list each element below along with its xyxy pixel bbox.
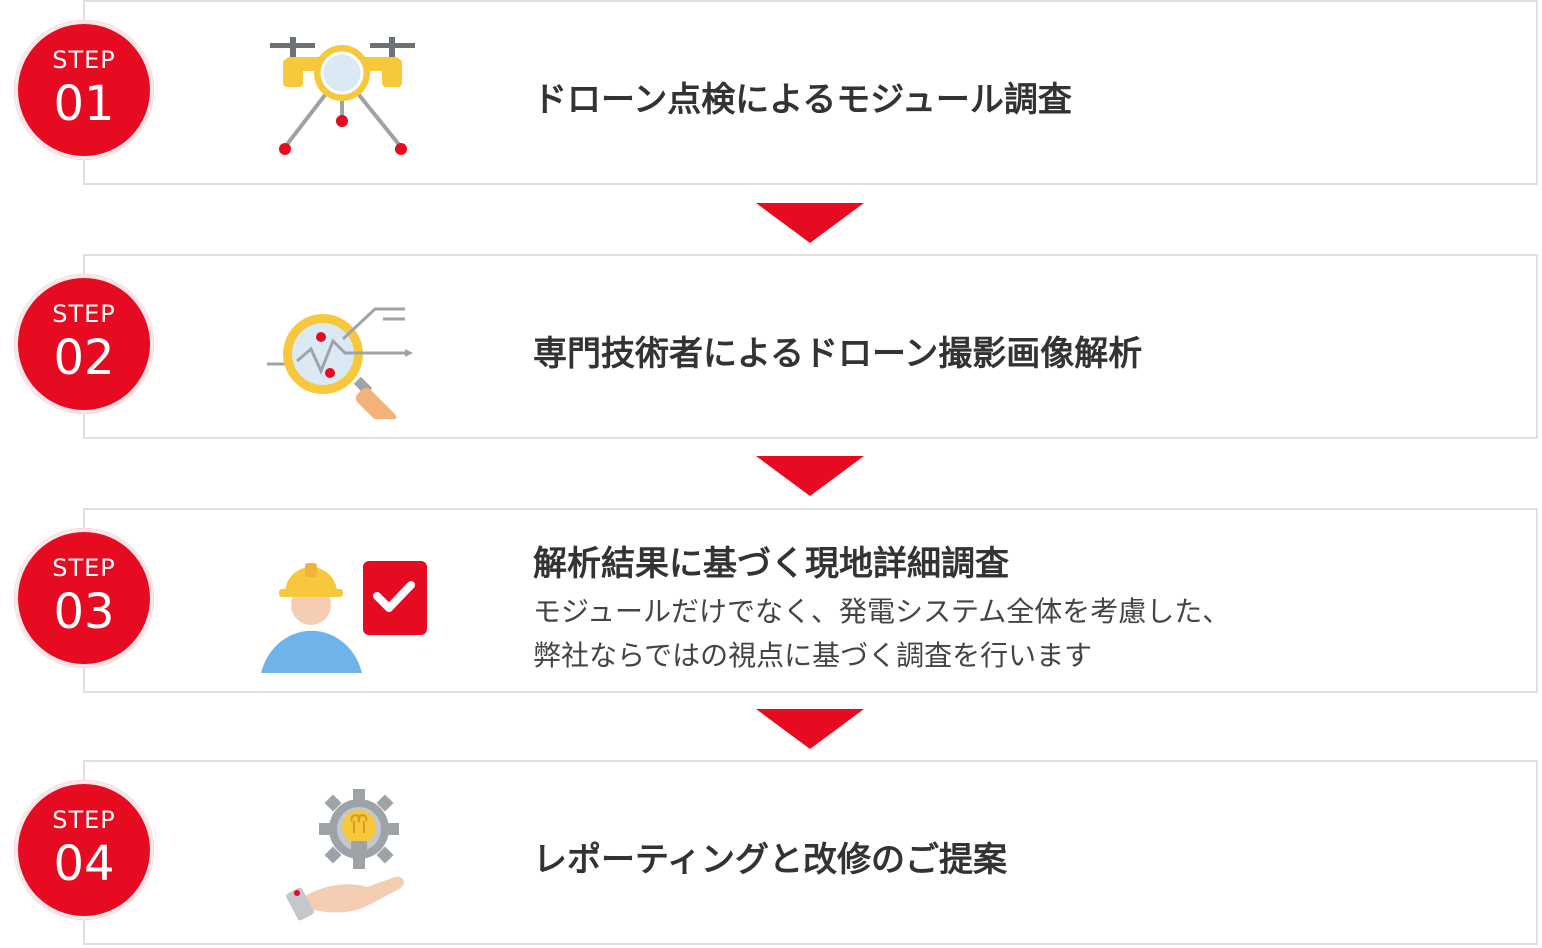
- step-title: ドローン点検によるモジュール調査: [533, 80, 1072, 120]
- drone-icon: [270, 37, 415, 155]
- step-number: 04: [53, 836, 115, 892]
- step-title: 専門技術者によるドローン撮影画像解析: [533, 334, 1143, 374]
- step-label: STEP: [52, 300, 116, 328]
- arrow-down-icon: [756, 709, 864, 749]
- step-label: STEP: [52, 46, 116, 74]
- magnifier-analysis-icon: [267, 307, 413, 419]
- step-title: 解析結果に基づく現地詳細調査: [533, 544, 1009, 584]
- step-label: STEP: [52, 554, 116, 582]
- step-description: モジュールだけでなく、発電システム全体を考慮した、 弊社ならではの視点に基づく調…: [533, 590, 1230, 678]
- arrow-down-icon: [756, 203, 864, 243]
- step-4: STEP 04 レポーティングと改修のご提案: [0, 760, 1542, 948]
- step-number: 01: [53, 76, 115, 132]
- step-number: 02: [53, 330, 115, 386]
- lightbulb-gear-hand-icon: [286, 789, 404, 921]
- step-title: レポーティングと改修のご提案: [533, 840, 1007, 880]
- step-badge: STEP 01: [14, 20, 154, 160]
- step-1: STEP 01 ドローン点検によるモジュール調査: [0, 0, 1542, 188]
- step-badge: STEP 03: [14, 528, 154, 668]
- arrow-down-icon: [756, 456, 864, 496]
- description-line: モジュールだけでなく、発電システム全体を考慮した、: [533, 595, 1231, 628]
- step-badge: STEP 02: [14, 274, 154, 414]
- step-2: STEP 02 専門技術者によるドローン撮影画像解析: [0, 254, 1542, 442]
- step-badge: STEP 04: [14, 780, 154, 920]
- step-3: STEP 03 解析結果に基づく現地詳細調査 モジュールだけでなく、発電システム…: [0, 508, 1542, 696]
- step-label: STEP: [52, 806, 116, 834]
- step-number: 03: [53, 584, 115, 640]
- step-card: [83, 760, 1538, 945]
- description-line: 弊社ならではの視点に基づく調査を行います: [533, 639, 1093, 672]
- worker-check-icon: [261, 561, 427, 673]
